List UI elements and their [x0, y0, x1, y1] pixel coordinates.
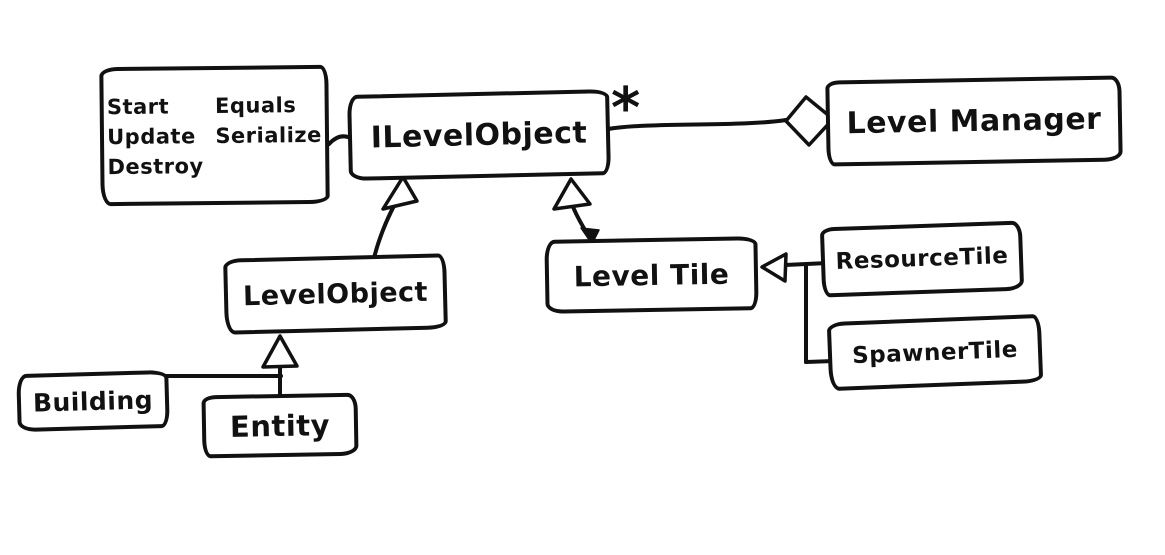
class-label-resourcetile: ResourceTile — [835, 242, 1009, 276]
class-label-entity: Entity — [229, 407, 331, 444]
class-box-building: Building — [16, 369, 170, 433]
class-label-ilevelobject: ILevelObject — [370, 115, 588, 155]
methods-list: Start Equals Update Serialize Destroy — [101, 88, 329, 182]
class-label-levelmanager: Level Manager — [846, 101, 1102, 141]
method-equals: Equals — [214, 92, 297, 118]
methods-note-box: Start Equals Update Serialize Destroy — [99, 64, 330, 207]
arrowhead-into-leveltile-icon — [580, 227, 600, 245]
method-update: Update — [107, 123, 196, 149]
multiplicity-star: * — [611, 76, 640, 141]
class-label-building: Building — [32, 384, 154, 418]
method-start: Start — [106, 93, 170, 119]
class-box-entity: Entity — [201, 392, 359, 459]
class-box-levelobject: LevelObject — [223, 253, 448, 335]
class-box-levelmanager: Level Manager — [825, 75, 1123, 167]
class-label-spawnertile: SpawnerTile — [851, 336, 1019, 369]
class-label-levelobject: LevelObject — [242, 276, 429, 312]
class-box-spawnertile: SpawnerTile — [826, 313, 1044, 392]
class-box-ilevelobject: ILevelObject — [347, 89, 611, 181]
class-box-resourcetile: ResourceTile — [819, 220, 1025, 298]
method-serialize: Serialize — [215, 122, 322, 148]
edge-aggregation-line — [606, 118, 788, 131]
inheritance-triangle-leveltile-icon — [552, 177, 592, 211]
class-box-leveltile: Level Tile — [544, 236, 759, 314]
methods-empty-cell — [216, 152, 323, 177]
class-label-leveltile: Level Tile — [573, 257, 730, 293]
inheritance-triangle-levelobject-icon — [381, 175, 419, 211]
inheritance-triangle-levelobject-bottom-icon — [261, 334, 299, 369]
method-destroy: Destroy — [107, 153, 204, 179]
inheritance-triangle-leveltile-left-icon — [760, 252, 788, 283]
edge-levelobject-inheritance — [372, 200, 398, 260]
